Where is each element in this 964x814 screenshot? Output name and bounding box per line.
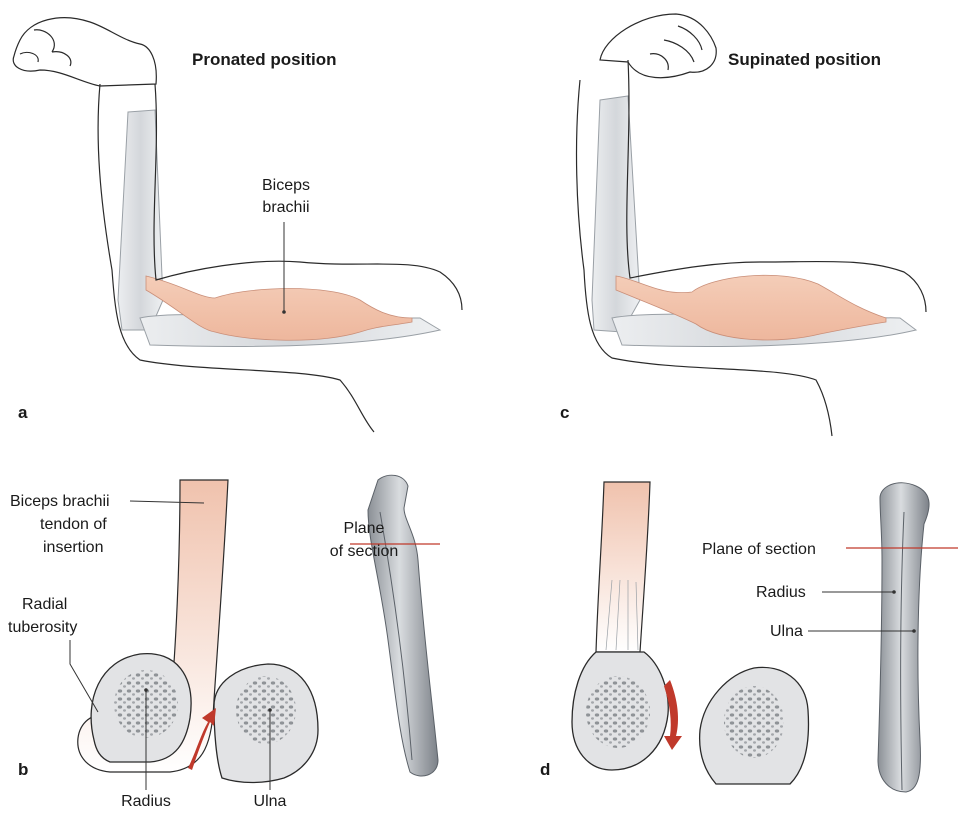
panel-b-radius-label: Radius bbox=[121, 793, 171, 810]
panel-c-arm bbox=[577, 14, 926, 436]
panel-b-radius-dot bbox=[144, 688, 148, 692]
panel-d-diagram bbox=[572, 482, 929, 792]
panel-d-radius-dot bbox=[892, 590, 896, 594]
panel-b-tuberosity-label-1: Radial bbox=[22, 596, 67, 613]
panel-a-fist bbox=[13, 18, 156, 86]
panel-a-biceps-label-2: brachii bbox=[262, 199, 309, 216]
panel-a-arm bbox=[13, 18, 462, 432]
panel-b-tendon-label-2: tendon of bbox=[40, 516, 107, 533]
panel-d-ulna-trabecular bbox=[724, 686, 784, 758]
panel-b-ulna-dot bbox=[268, 708, 272, 712]
panel-d-radius-trabecular bbox=[586, 676, 650, 748]
panel-a-biceps-label-1: Biceps bbox=[262, 177, 310, 194]
panel-a-fist-fingers bbox=[20, 30, 71, 66]
panel-c-title: Supinated position bbox=[728, 50, 881, 69]
panel-d-radius-label: Radius bbox=[756, 584, 806, 601]
panel-b-ulna-label: Ulna bbox=[254, 793, 287, 810]
panel-b-plane-label-1: Plane bbox=[344, 520, 385, 537]
panel-d-ulna-dot bbox=[912, 629, 916, 633]
panel-b-tendon-label-1: Biceps brachii bbox=[10, 493, 110, 510]
panel-c-fist bbox=[600, 14, 716, 78]
panel-d-plane-label: Plane of section bbox=[702, 541, 816, 558]
panel-b-letter: b bbox=[18, 760, 28, 779]
panel-b-plane-label-2: of section bbox=[330, 543, 398, 560]
panel-d-letter: d bbox=[540, 760, 550, 779]
panel-a-letter: a bbox=[18, 403, 28, 422]
panel-a-biceps-dot bbox=[282, 310, 286, 314]
panel-c-letter: c bbox=[560, 403, 569, 422]
panel-b-tuberosity-label-2: tuberosity bbox=[8, 619, 77, 636]
panel-c-fist-fingers bbox=[650, 26, 702, 70]
panel-d-ulna-label: Ulna bbox=[770, 623, 803, 640]
panel-d-tendon bbox=[596, 482, 650, 652]
panel-a-title: Pronated position bbox=[192, 50, 337, 69]
panel-b-tendon-label-3: insertion bbox=[43, 539, 103, 556]
panel-b-ulna-trabecular bbox=[236, 676, 296, 744]
